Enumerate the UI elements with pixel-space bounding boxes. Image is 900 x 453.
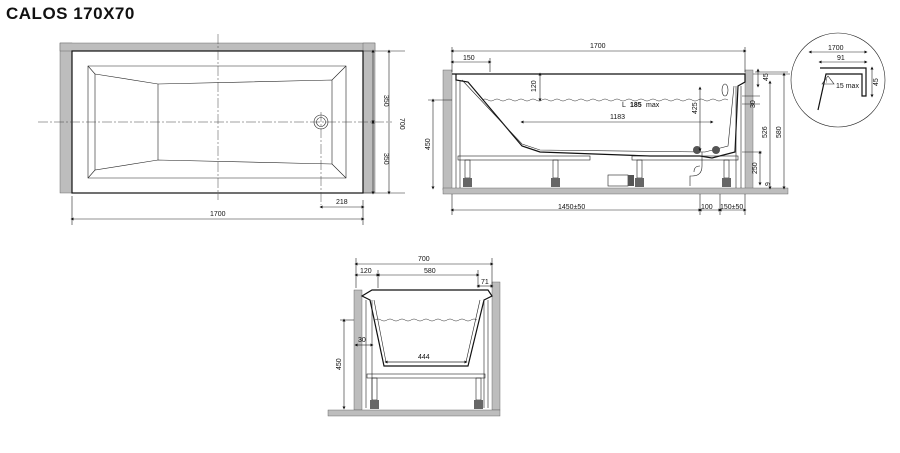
- side-dim-leg-span: 1450±50: [558, 204, 585, 211]
- side-dim-gap-b: 150±50: [720, 204, 743, 211]
- detail-max-label: 15 max: [836, 83, 859, 90]
- leg-foot: [463, 178, 472, 187]
- cs-water-line: [374, 318, 478, 322]
- cs-dim-width: 700: [418, 256, 430, 263]
- side-dim-inner-length: 1183: [610, 114, 625, 121]
- detail-profile: [817, 67, 867, 111]
- cs-right-wall: [491, 281, 501, 411]
- overflow-icon: [721, 83, 729, 97]
- dim-width: 700: [398, 118, 405, 130]
- left-wall: [59, 42, 73, 194]
- cs-dim-rim-left: 120: [360, 268, 372, 275]
- side-dim-floor-gap: 9: [765, 182, 772, 186]
- detail-view: 1700 91 ! 15 max 45: [755, 32, 886, 128]
- dim-half-top: 350: [382, 95, 389, 107]
- svg-text:!: !: [826, 79, 827, 85]
- detail-dim-offset: 91: [837, 55, 845, 62]
- side-dim-water-depth: 120: [531, 80, 538, 92]
- water-line: [481, 98, 729, 102]
- cs-dim-bottom-width: 444: [418, 354, 430, 361]
- side-dim-front-height: 450: [425, 138, 432, 150]
- cs-dim-height: 450: [336, 358, 343, 370]
- side-dim-rim-offset: 150: [463, 55, 475, 62]
- cs-dim-inner-top: 580: [424, 268, 436, 275]
- floor: [442, 187, 789, 195]
- cs-left-wall: [353, 289, 363, 411]
- warning-icon: [821, 75, 835, 85]
- side-dim-rim-thickness: 45: [763, 73, 770, 81]
- side-view: 1700 150 120 L 185 max 1183 425 45 30 52…: [425, 43, 790, 215]
- dim-half-bottom: 350: [382, 153, 389, 165]
- detail-dim-height: 45: [873, 78, 880, 86]
- detail-circle: [790, 32, 886, 128]
- siphon-icon: [689, 152, 703, 186]
- cross-section-view: 700 120 580 71 450 30 444: [327, 256, 501, 417]
- side-dim-drain-height: 250: [752, 162, 759, 174]
- top-view: 350 350 700 218 1700: [38, 34, 405, 225]
- label-l: L: [622, 102, 626, 109]
- side-dim-gap-a: 100: [701, 204, 713, 211]
- side-dim-overflow-rim: 30: [750, 100, 757, 108]
- side-dim-length: 1700: [590, 43, 606, 50]
- label-l-value: 185: [630, 102, 642, 109]
- left-wall-side: [442, 69, 453, 191]
- dim-length: 1700: [210, 211, 226, 218]
- top-wall: [59, 42, 376, 52]
- cs-floor: [327, 409, 501, 417]
- detail-dim-length: 1700: [828, 45, 844, 52]
- label-l-unit: max: [646, 102, 660, 109]
- dim-drain-offset: 218: [336, 199, 348, 206]
- page-title: CALOS 170X70: [6, 4, 135, 23]
- overflow-valve-icon: [712, 146, 720, 154]
- side-dim-overflow-height: 425: [692, 102, 699, 114]
- cs-dim-rim-right: 71: [481, 279, 489, 286]
- side-dim-height-inner: 526: [762, 126, 769, 138]
- cs-dim-wall: 30: [358, 337, 366, 344]
- side-dim-height: 580: [776, 126, 783, 138]
